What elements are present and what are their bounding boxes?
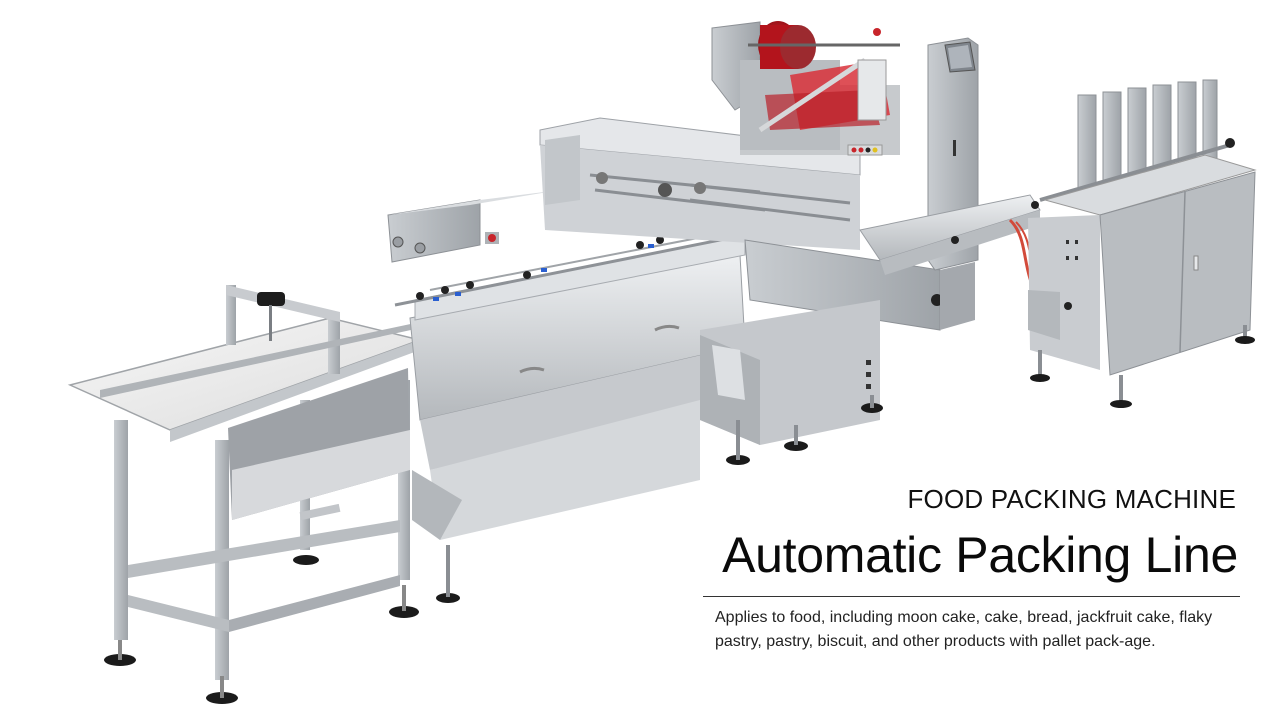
- magazine-cabinet: [1028, 79, 1257, 408]
- film-unwind-unit: [711, 21, 900, 156]
- main-infeed-conveyor: [387, 190, 781, 603]
- banner-description: Applies to food, including moon cake, ca…: [715, 609, 1213, 650]
- infeed-conveyor: [67, 285, 423, 704]
- discharge-conveyor: [859, 194, 1047, 303]
- banner-kicker: FOOD PACKING MACHINE: [907, 484, 1236, 514]
- banner-headline: Automatic Packing Line: [722, 527, 1238, 583]
- banner-divider: [703, 596, 1240, 597]
